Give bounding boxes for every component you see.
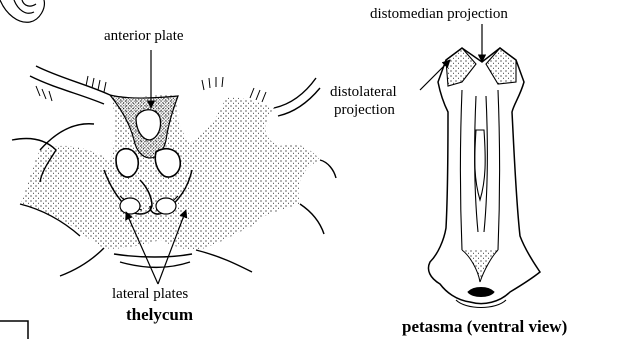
label-anterior-plate: anterior plate bbox=[104, 28, 184, 44]
label-distolateral-line1: distolateral bbox=[330, 84, 397, 100]
label-distomedian-projection: distomedian projection bbox=[370, 6, 508, 22]
label-lateral-plates: lateral plates bbox=[112, 286, 188, 302]
thelycum-title: thelycum bbox=[126, 306, 193, 324]
thelycum-drawing bbox=[12, 50, 336, 284]
petasma-drawing bbox=[420, 24, 540, 308]
petasma-title: petasma (ventral view) bbox=[402, 318, 567, 336]
scale-bar bbox=[0, 321, 28, 339]
label-distolateral-line2: projection bbox=[334, 102, 395, 118]
top-left-appendage bbox=[0, 0, 44, 22]
